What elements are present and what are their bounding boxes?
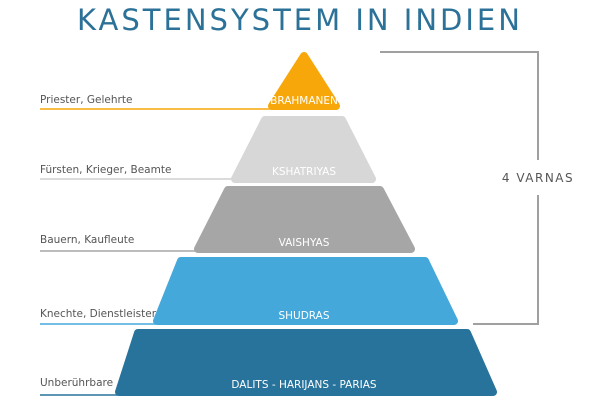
bracket-top — [380, 51, 539, 160]
tier-3: Bauern, Kaufleute VAISHYAS — [40, 186, 415, 253]
diagram-title: KASTENSYSTEM IN INDIEN — [77, 3, 523, 37]
varnas-label: 4 VARNAS — [502, 171, 574, 185]
tier-shape — [231, 116, 376, 183]
tier-name: SHUDRAS — [278, 310, 329, 322]
tier-shape — [194, 186, 415, 253]
tier-1: Priester, Gelehrte BRAHMANEN — [40, 52, 340, 110]
tier-shape — [153, 257, 458, 325]
tier-shape — [268, 52, 340, 110]
tier-name: VAISHYAS — [279, 237, 330, 249]
tier-5: Unberührbare DALITS - HARIJANS - PARIAS — [40, 329, 497, 396]
tier-description: Fürsten, Krieger, Beamte — [40, 164, 171, 176]
tier-name: KSHATRIYAS — [272, 166, 336, 178]
tier-description: Bauern, Kaufleute — [40, 234, 134, 246]
tier-name: BRAHMANEN — [270, 95, 338, 107]
tier-4: Knechte, Dienstleister SHUDRAS — [40, 257, 458, 325]
tier-shape — [115, 329, 497, 396]
tier-description: Priester, Gelehrte — [40, 94, 132, 106]
bracket-bottom — [473, 195, 539, 325]
tier-2: Fürsten, Krieger, Beamte KSHATRIYAS — [40, 116, 376, 183]
tier-description: Unberührbare — [40, 377, 113, 389]
tier-name: DALITS - HARIJANS - PARIAS — [231, 379, 377, 391]
tier-description: Knechte, Dienstleister — [40, 308, 157, 320]
